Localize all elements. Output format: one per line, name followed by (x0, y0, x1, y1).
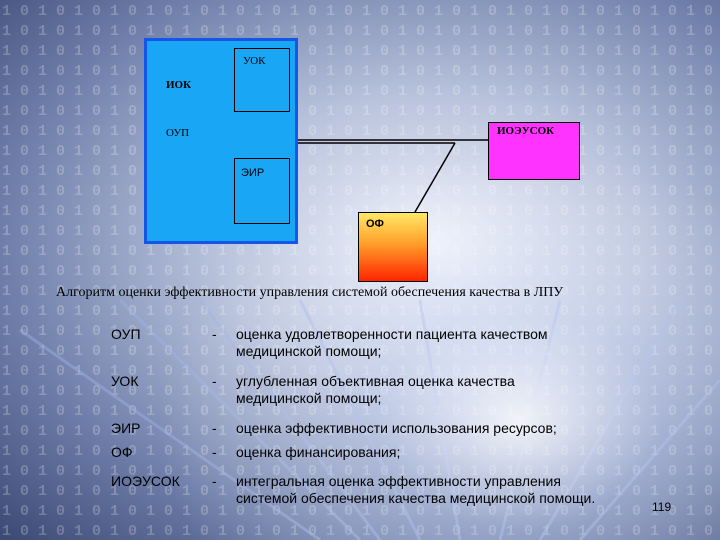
legend-dash: - (212, 373, 217, 389)
of-box: ОФ (358, 212, 428, 282)
legend-desc-line: медицинской помощи; (236, 390, 382, 406)
legend-desc-of: оценка финансирования; (236, 444, 401, 460)
connector-to-of (414, 142, 456, 213)
legend-desc-uok: углубленная объективная оценка качества … (236, 373, 515, 407)
legend-dash: - (212, 326, 217, 342)
ioeusok-label: ИОЭУСОК (497, 125, 555, 137)
legend-desc-line: оценка удовлетворенности пациента качест… (236, 326, 548, 342)
ioeusok-box: ИОЭУСОК (488, 122, 580, 180)
oup-label: ОУП (166, 127, 190, 139)
page-number: 119 (652, 500, 672, 514)
legend-abbr-ioeusok: ИОЭУСОК (111, 473, 180, 489)
legend-desc-oup: оценка удовлетворенности пациента качест… (236, 326, 548, 360)
uok-box: УОК (234, 48, 290, 112)
legend-dash: - (212, 420, 217, 436)
diagram-title: Алгоритм оценки эффективности управления… (56, 285, 564, 300)
eir-label: ЭИР (241, 167, 265, 179)
uok-label: УОК (243, 55, 266, 67)
legend-desc-line: углубленная объективная оценка качества (236, 373, 515, 389)
legend-desc-ioeusok: интегральная оценка эффективности управл… (236, 473, 595, 507)
legend-abbr-oup: ОУП (111, 326, 141, 342)
eir-box: ЭИР (234, 158, 290, 224)
of-label: ОФ (366, 218, 384, 230)
iok-label: ИОК (166, 79, 192, 91)
legend-desc-eir: оценка эффективности использования ресур… (236, 420, 557, 436)
legend-dash: - (212, 444, 217, 460)
iok-box: ИОК ОУП (144, 38, 298, 244)
legend-abbr-uok: УОК (111, 373, 139, 389)
legend-dash: - (212, 473, 217, 489)
legend-desc-line: интегральная оценка эффективности управл… (236, 473, 561, 489)
legend-desc-line: системой обеспечения качества медицинско… (236, 490, 596, 506)
legend-abbr-eir: ЭИР (111, 420, 141, 436)
legend-abbr-of: ОФ (111, 444, 133, 460)
legend-desc-line: медицинской помощи; (236, 343, 382, 359)
